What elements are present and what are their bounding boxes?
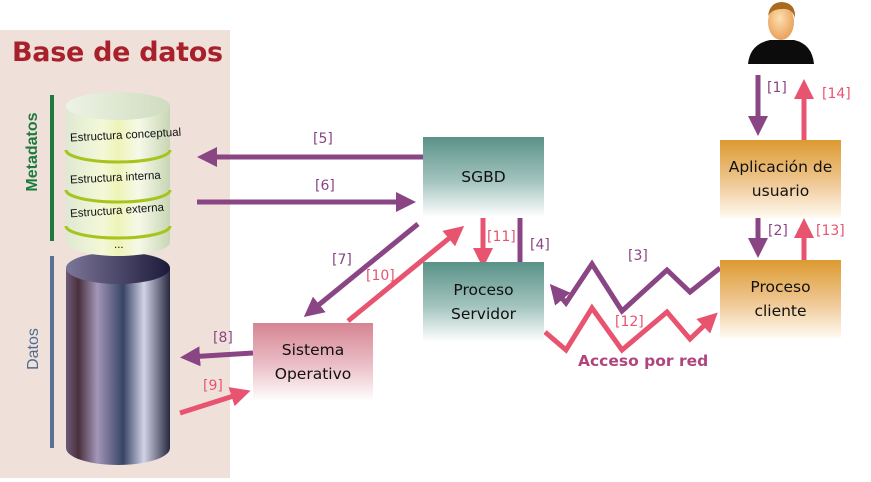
step-label-10: [10] (366, 268, 395, 284)
step-label-8: [8] (213, 330, 233, 346)
step-label-13: [13] (816, 223, 845, 239)
step-label-14: [14] (822, 86, 851, 102)
proceso-cliente-box: Proceso cliente (720, 260, 841, 338)
arrow-step-3 (549, 259, 722, 315)
app-label-line1: Aplicación de (728, 158, 833, 176)
network-access-label: Acceso por red (578, 352, 709, 370)
layer-conceptual: Estructura conceptual (70, 127, 182, 145)
step-label-3: [3] (628, 248, 648, 264)
aplicacion-usuario-box: Aplicación de usuario (720, 140, 841, 218)
step-label-9: [9] (203, 378, 223, 394)
layer-divider (64, 225, 172, 240)
metadata-cylinder: Estructura conceptual Estructura interna… (64, 92, 182, 256)
data-bracket (50, 256, 54, 448)
app-label-line2: usuario (751, 182, 810, 200)
sgbd-label: SGBD (461, 168, 506, 186)
layer-interna: Estructura interna (70, 170, 162, 187)
arrow-step-7 (303, 222, 420, 318)
step-label-12: [12] (615, 314, 644, 330)
layer-divider (64, 189, 172, 204)
step-label-4: [4] (530, 237, 550, 253)
step-label-7: [7] (332, 252, 352, 268)
arrow-step-8 (180, 346, 254, 367)
data-cylinder (66, 252, 170, 465)
step-label-1: [1] (767, 80, 787, 96)
step-label-5: [5] (313, 131, 333, 147)
step-label-6: [6] (315, 178, 335, 194)
arrow-step-10 (346, 225, 465, 323)
layer-divider (64, 149, 172, 164)
arrow-step-9 (179, 387, 251, 416)
user-icon (748, 2, 814, 64)
cliente-label-line1: Proceso (750, 278, 811, 296)
arrow-step-12 (543, 303, 718, 354)
metadata-bracket (50, 95, 54, 241)
layer-ellipsis: ... (114, 239, 124, 251)
cliente-label-line2: cliente (754, 302, 807, 320)
servidor-label-line1: Proceso (453, 281, 514, 299)
database-title: Base de datos (12, 37, 223, 68)
step-label-2: [2] (768, 223, 788, 239)
step-label-11: [11] (487, 229, 516, 245)
so-label-line2: Operativo (274, 365, 352, 383)
servidor-label-line2: Servidor (451, 305, 516, 323)
sgbd-box: SGBD (423, 137, 544, 217)
so-label-line1: Sistema (281, 341, 345, 359)
